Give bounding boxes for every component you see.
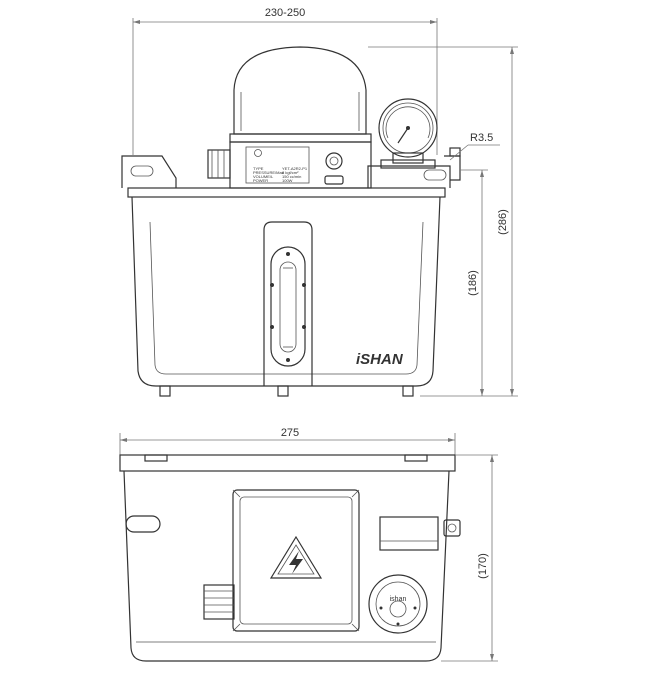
mounting-bracket-right	[367, 147, 461, 188]
gauge-top: ishan	[368, 574, 428, 634]
nameplate-row-3-key: VOLUME/L	[253, 174, 274, 179]
nameplate-row-1-value: YET-A2R2-P1	[282, 166, 308, 171]
total-height-label: (286)	[497, 209, 509, 235]
top-plate	[119, 454, 456, 472]
logo-icon	[254, 149, 262, 157]
indicator-lamp	[324, 175, 344, 185]
depth-label: (170)	[477, 553, 489, 579]
dimension-radius: R3.5	[449, 132, 500, 161]
switch-knob	[325, 152, 343, 170]
cable-gland	[207, 149, 231, 179]
pressure-gauge	[378, 98, 438, 169]
sight-port	[379, 516, 461, 551]
top-view-body	[123, 470, 450, 662]
tank-body	[131, 196, 441, 397]
nameplate-row-2-key: PRESSURE/Max	[253, 170, 284, 175]
bottom-width-label: 275	[281, 427, 299, 439]
nameplate-row-4-key: POWER	[253, 178, 268, 183]
nameplate-row-2-value: 8 kgf/cm²	[282, 170, 299, 175]
body-height-label: (186)	[467, 270, 479, 296]
front-view: 230-250 TYPE YET-A2R2-P1 PRESSURE/Max 8 …	[121, 7, 518, 397]
sight-glass	[263, 221, 313, 386]
high-voltage-icon	[269, 535, 323, 579]
nameplate-row-4-value: 100W	[282, 178, 293, 183]
top-width-label: 230-250	[265, 7, 305, 19]
dimension-top-width: 230-250	[132, 7, 438, 155]
control-box: TYPE YET-A2R2-P1 PRESSURE/Max 8 kgf/cm² …	[229, 141, 372, 189]
dimension-bottom-width: 275	[119, 427, 456, 470]
cable-gland-top	[203, 584, 235, 620]
gauge-brand-label: ishan	[390, 596, 407, 603]
mounting-bracket-left	[121, 155, 177, 188]
dimension-total-height: (286)	[368, 46, 518, 397]
nameplate-row-3-value: 150 cc/min	[282, 174, 301, 179]
brand-logo: iSHAN	[356, 351, 404, 368]
dimension-body-height: (186)	[460, 169, 488, 396]
tank-rim	[127, 187, 446, 198]
dimension-depth: (170)	[441, 454, 498, 662]
nameplate	[245, 146, 310, 184]
left-pin	[125, 515, 161, 533]
top-view: 275	[119, 427, 498, 662]
cover-box	[232, 489, 360, 632]
reservoir-lid	[229, 46, 372, 143]
nameplate-row-1-key: TYPE	[253, 166, 264, 171]
radius-label: R3.5	[470, 132, 493, 144]
